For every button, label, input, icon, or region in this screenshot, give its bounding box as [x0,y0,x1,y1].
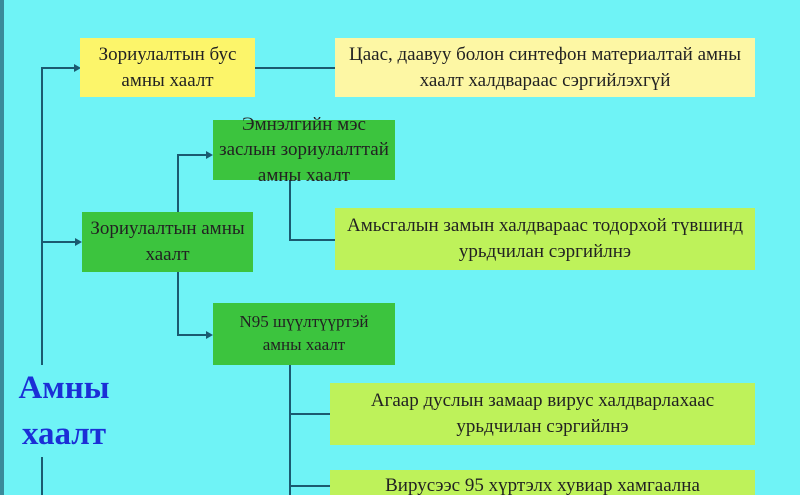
connector [289,413,330,415]
connector [177,272,179,336]
box-non-purpose-mask: Зориулалтын бус амны хаалт [80,38,255,97]
box-n95-desc-2: Вирусээс 95 хүртэлх хувиар хамгаална [330,470,755,495]
box-surgical-mask: Эмнэлгийн мэс заслын зориулалттай амны х… [213,114,395,186]
connector [255,67,335,69]
arrow-icon [206,331,213,339]
diagram-title: Амны хаалт [14,365,114,458]
root-connector [41,67,43,495]
connector [289,239,335,241]
connector [289,485,330,487]
box-n95-mask: N95 шүүлтүүртэй амны хаалт [213,303,395,365]
box-non-purpose-desc: Цаас, даавуу болон синтефон материалтай … [335,38,755,97]
connector [289,180,291,240]
connector [177,154,179,212]
left-border [0,0,4,495]
box-purpose-mask: Зориулалтын амны хаалт [82,212,253,272]
connector [41,67,75,69]
arrow-icon [206,151,213,159]
arrow-icon [75,238,82,246]
box-surgical-desc: Амьсгалын замын халдвараас тодорхой түвш… [335,208,755,270]
connector [41,241,76,243]
box-n95-desc-1: Агаар дуслын замаар вирус халдварлахаас … [330,383,755,445]
arrow-icon [74,64,81,72]
connector [177,334,207,336]
connector [177,154,207,156]
connector [289,365,291,495]
